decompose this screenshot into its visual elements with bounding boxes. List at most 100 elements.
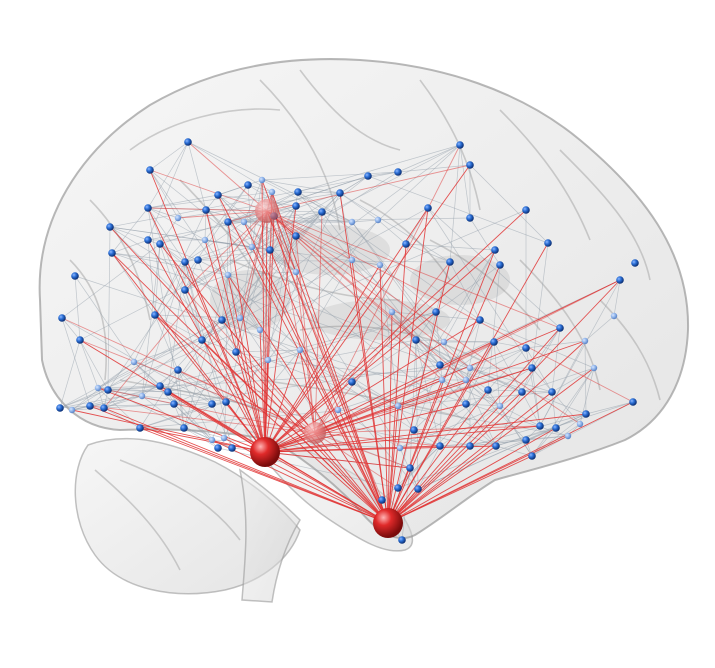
network-node-sphere xyxy=(68,406,76,414)
network-node-sphere xyxy=(466,442,474,450)
network-node-sphere xyxy=(294,188,302,196)
network-node-sphere xyxy=(181,258,189,266)
network-node-sphere xyxy=(56,404,64,412)
network-edge xyxy=(204,184,249,241)
network-edge xyxy=(139,369,179,429)
hub-edge xyxy=(239,210,268,319)
network-edge xyxy=(74,275,81,341)
network-edge xyxy=(449,144,461,263)
hub-edge xyxy=(97,387,316,434)
network-edge xyxy=(133,209,207,363)
network-edge xyxy=(183,427,225,439)
network-node-sphere xyxy=(248,243,256,251)
network-edge xyxy=(297,191,481,321)
network-edge xyxy=(399,405,501,449)
network-node-sphere xyxy=(522,436,530,444)
network-node-sphere xyxy=(556,324,564,332)
network-edge xyxy=(469,367,553,393)
hub-edge xyxy=(387,435,569,524)
network-edge xyxy=(339,192,451,263)
network-edge xyxy=(89,389,109,407)
network-node-sphere xyxy=(490,338,498,346)
hub-edge xyxy=(79,339,266,453)
network-edge xyxy=(149,169,179,219)
network-edge xyxy=(251,175,369,248)
network-edge xyxy=(443,341,471,369)
hub-edge xyxy=(97,387,266,453)
hub-edge xyxy=(339,192,389,524)
hub-edge xyxy=(387,311,393,524)
network-node-sphere xyxy=(414,485,422,493)
network-edge xyxy=(613,279,621,317)
hub-edge xyxy=(235,210,268,353)
network-edge xyxy=(107,184,249,391)
network-edge xyxy=(147,207,179,219)
network-node-sphere xyxy=(244,181,252,189)
network-edge xyxy=(223,401,227,439)
network-node-sphere xyxy=(476,316,484,324)
hub-edge xyxy=(259,329,266,453)
network-edge xyxy=(111,252,156,316)
network-node-sphere xyxy=(58,314,66,322)
hub-edge xyxy=(266,210,467,381)
network-node-sphere xyxy=(198,336,206,344)
network-edge xyxy=(184,261,203,341)
network-node-sphere xyxy=(144,236,152,244)
network-edge xyxy=(147,207,206,241)
network-edge xyxy=(167,261,186,393)
hub-edge xyxy=(266,210,471,369)
network-edge xyxy=(337,347,527,411)
network-node-sphere xyxy=(146,166,154,174)
network-edge xyxy=(391,311,481,321)
network-edge xyxy=(379,264,437,313)
network-edge xyxy=(61,317,81,341)
network-edge xyxy=(133,361,175,405)
network-edge xyxy=(59,339,81,409)
network-edge xyxy=(415,339,441,366)
hub-edge xyxy=(266,210,389,524)
hub-edge xyxy=(295,235,316,434)
hub-edge xyxy=(264,413,587,453)
network-edge xyxy=(539,340,586,427)
network-edge xyxy=(103,385,161,409)
network-node-sphere xyxy=(496,261,504,269)
hub-edge xyxy=(264,207,429,453)
network-edge xyxy=(227,271,297,276)
network-node-sphere xyxy=(374,216,382,224)
network-node-sphere xyxy=(222,398,230,406)
network-node-sphere xyxy=(214,444,222,452)
network-edge xyxy=(377,219,407,245)
network-node-sphere xyxy=(466,364,474,372)
network-node-sphere xyxy=(581,337,589,345)
network-edge xyxy=(531,367,541,427)
hub-node-sphere xyxy=(304,422,326,444)
hub-edge xyxy=(387,427,557,524)
network-node-sphere xyxy=(180,424,188,432)
network-edge xyxy=(103,403,175,409)
network-node-sphere xyxy=(528,364,536,372)
network-edge xyxy=(521,327,561,393)
network-node-sphere xyxy=(410,426,418,434)
hub-edge xyxy=(211,439,389,524)
network-node-sphere xyxy=(130,358,138,366)
network-edge xyxy=(247,184,273,193)
hub-edge xyxy=(387,379,443,524)
network-edge xyxy=(585,401,634,415)
network-node-sphere xyxy=(582,410,590,418)
network-nodes xyxy=(56,138,639,544)
network-node-sphere xyxy=(576,420,584,428)
network-edge xyxy=(487,264,501,391)
network-node-sphere xyxy=(292,202,300,210)
hub-edge xyxy=(387,242,549,524)
network-edge xyxy=(551,367,595,393)
network-node-sphere xyxy=(156,382,164,390)
network-edge xyxy=(367,175,549,244)
network-edge xyxy=(217,194,229,223)
network-edge xyxy=(487,347,527,391)
network-edge xyxy=(147,191,273,209)
network-edge xyxy=(441,379,501,407)
network-edge xyxy=(351,221,467,381)
network-edge xyxy=(187,141,353,223)
network-node-sphere xyxy=(208,436,216,444)
network-edge xyxy=(79,339,99,389)
